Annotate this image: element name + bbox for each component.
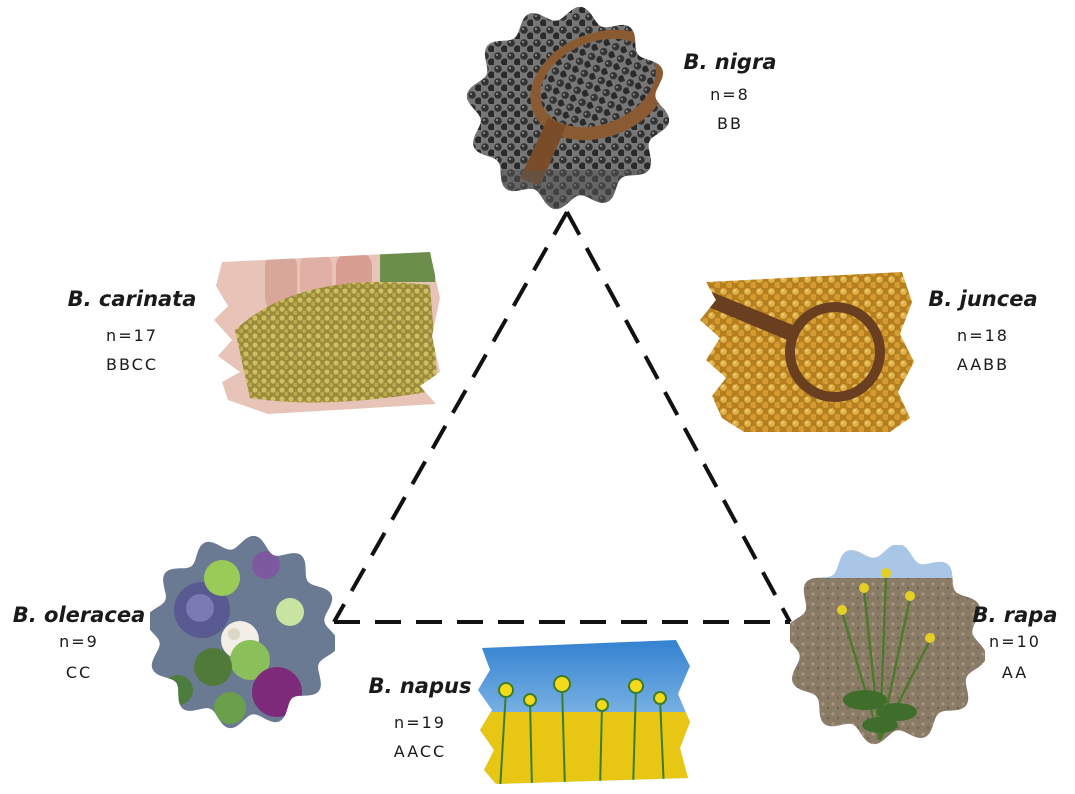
chromosome-number: n=19 bbox=[355, 708, 485, 737]
genome-label: AACC bbox=[355, 737, 485, 766]
genome-label: BBCC bbox=[52, 350, 212, 379]
species-carinata: B. carinata n=17 BBCC bbox=[52, 287, 212, 379]
chromosome-number: n=18 bbox=[908, 321, 1058, 350]
genome-label: BB bbox=[660, 109, 800, 138]
genome-label: AA bbox=[965, 658, 1065, 687]
species-juncea: B. juncea n=18 AABB bbox=[908, 287, 1058, 379]
juncea-photo bbox=[695, 268, 920, 438]
species-oleracea: B. oleracea n=9 CC bbox=[4, 603, 154, 687]
species-rapa: B. rapa n=10 AA bbox=[965, 603, 1065, 687]
species-name: B. juncea bbox=[908, 287, 1058, 311]
chromosome-number: n=17 bbox=[52, 321, 212, 350]
nigra-photo bbox=[460, 5, 686, 210]
genome-label: CC bbox=[4, 658, 154, 687]
napus-photo bbox=[475, 635, 695, 792]
genome-label: AABB bbox=[908, 350, 1058, 379]
species-name: B. carinata bbox=[52, 287, 212, 311]
chromosome-number: n=8 bbox=[660, 80, 800, 109]
species-name: B. nigra bbox=[660, 50, 800, 74]
chromosome-number: n=9 bbox=[4, 627, 154, 656]
species-napus: B. napus n=19 AACC bbox=[355, 674, 485, 766]
chromosome-number: n=10 bbox=[965, 627, 1065, 656]
oleracea-photo bbox=[150, 535, 335, 730]
rapa-photo bbox=[790, 545, 985, 753]
carinata-photo bbox=[210, 250, 445, 420]
species-name: B. rapa bbox=[965, 603, 1065, 627]
species-nigra: B. nigra n=8 BB bbox=[660, 50, 800, 138]
species-name: B. oleracea bbox=[4, 603, 154, 627]
species-name: B. napus bbox=[355, 674, 485, 698]
